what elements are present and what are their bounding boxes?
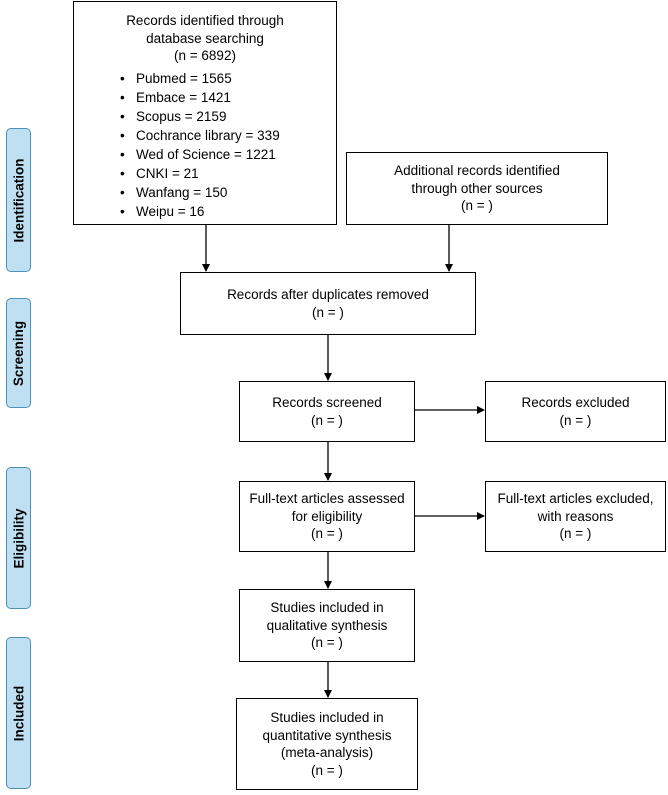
records-screened-line1: Records screened [272,395,382,410]
source-item: Pubmed = 1565 [120,69,280,88]
fulltext-excluded-line1: Full-text articles excluded, [497,491,654,507]
quantitative-synthesis-count: (n = ) [311,762,343,778]
source-item: Wanfang = 150 [120,183,280,202]
fulltext-excluded-box: Full-text articles excluded, with reason… [485,481,666,552]
database-source-list: Pubmed = 1565 Embace = 1421 Scopus = 215… [120,69,280,221]
source-item: Wed of Science = 1221 [120,145,280,164]
records-excluded-box: Records excluded (n = ) [485,381,666,442]
source-item: Scopus = 2159 [120,107,280,126]
phase-eligibility: Eligibility [6,467,31,609]
source-item: CNKI = 21 [120,164,280,183]
quantitative-synthesis-line3: (meta-analysis) [280,745,374,760]
records-excluded-line1: Records excluded [521,395,630,410]
duplicates-removed-box: Records after duplicates removed (n = ) [180,272,476,335]
qualitative-synthesis-count: (n = ) [311,635,343,651]
fulltext-assessed-box: Full-text articles assessed for eligibil… [239,481,415,552]
source-item: Cochrance library = 339 [120,126,280,145]
additional-records-count: (n = ) [461,198,493,214]
duplicates-removed-count: (n = ) [312,304,344,320]
fulltext-assessed-line1: Full-text articles assessed [249,491,405,507]
fulltext-excluded-line2: with reasons [537,508,614,524]
quantitative-synthesis-box: Studies included in quantitative synthes… [236,698,418,790]
database-search-line2: database searching [146,30,264,46]
records-screened-count: (n = ) [311,412,343,428]
phase-screening: Screening [6,298,31,408]
duplicates-removed-line1: Records after duplicates removed [227,287,429,302]
qualitative-synthesis-line2: qualitative synthesis [266,617,388,633]
fulltext-excluded-count: (n = ) [559,526,592,542]
fulltext-assessed-line2: for eligibility [291,508,363,524]
qualitative-synthesis-line1: Studies included in [270,600,384,616]
source-item: Weipu = 16 [120,202,280,221]
database-search-line1: Records identified through [126,13,284,28]
fulltext-assessed-count: (n = ) [311,526,343,542]
additional-records-box: Additional records identified through ot… [346,152,608,225]
qualitative-synthesis-box: Studies included in qualitative synthesi… [239,589,415,662]
phase-identification: Identification [6,128,31,272]
database-search-box: Records identified through database sear… [73,1,337,225]
additional-records-line2: through other sources [411,180,543,196]
records-screened-box: Records screened (n = ) [239,381,415,442]
source-item: Embace = 1421 [120,88,280,107]
quantitative-synthesis-line1: Studies included in [270,710,384,725]
database-search-count: (n = 6892) [174,48,236,63]
quantitative-synthesis-line2: quantitative synthesis [262,727,392,743]
additional-records-line1: Additional records identified [394,163,560,179]
phase-included: Included [6,637,31,789]
records-excluded-count: (n = ) [559,412,592,428]
